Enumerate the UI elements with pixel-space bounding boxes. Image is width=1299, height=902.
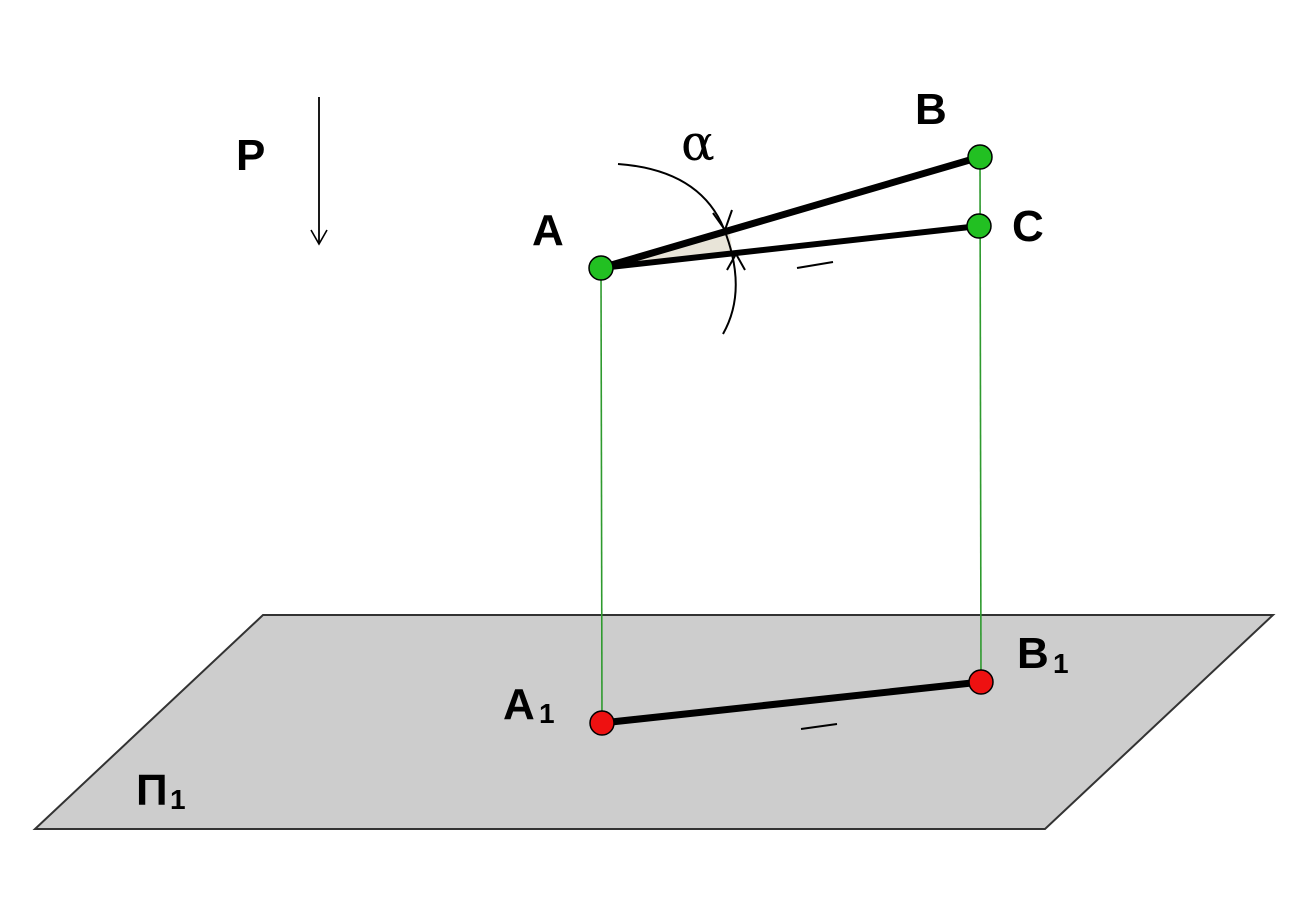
label-b: B xyxy=(915,85,947,134)
point-a1 xyxy=(589,710,615,736)
label-c: C xyxy=(1012,202,1044,251)
label-a1: A xyxy=(503,680,535,729)
label-b1-subscript: 1 xyxy=(1053,648,1069,679)
angle-arrowhead-top xyxy=(712,209,733,233)
segment-ac xyxy=(598,223,982,271)
segment-a1b1 xyxy=(598,678,985,727)
point-c xyxy=(966,213,992,239)
projection-plane xyxy=(32,614,1276,830)
label-plane: П xyxy=(136,766,168,815)
label-p: P xyxy=(236,131,265,180)
label-plane-subscript: 1 xyxy=(170,784,186,815)
tick-mark-ac xyxy=(796,261,834,269)
projector-line-b xyxy=(979,156,982,683)
segment-ab xyxy=(597,153,984,272)
projector-line-a xyxy=(600,267,603,724)
label-a1-subscript: 1 xyxy=(539,698,555,729)
angle-arrowhead-bottom xyxy=(726,251,746,271)
point-a xyxy=(588,255,614,281)
tick-mark-a1b1 xyxy=(800,723,838,730)
label-b1: B xyxy=(1017,629,1049,678)
label-a: A xyxy=(532,206,564,255)
point-b1 xyxy=(968,669,994,695)
label-alpha: α xyxy=(681,114,715,172)
point-b xyxy=(967,144,993,170)
